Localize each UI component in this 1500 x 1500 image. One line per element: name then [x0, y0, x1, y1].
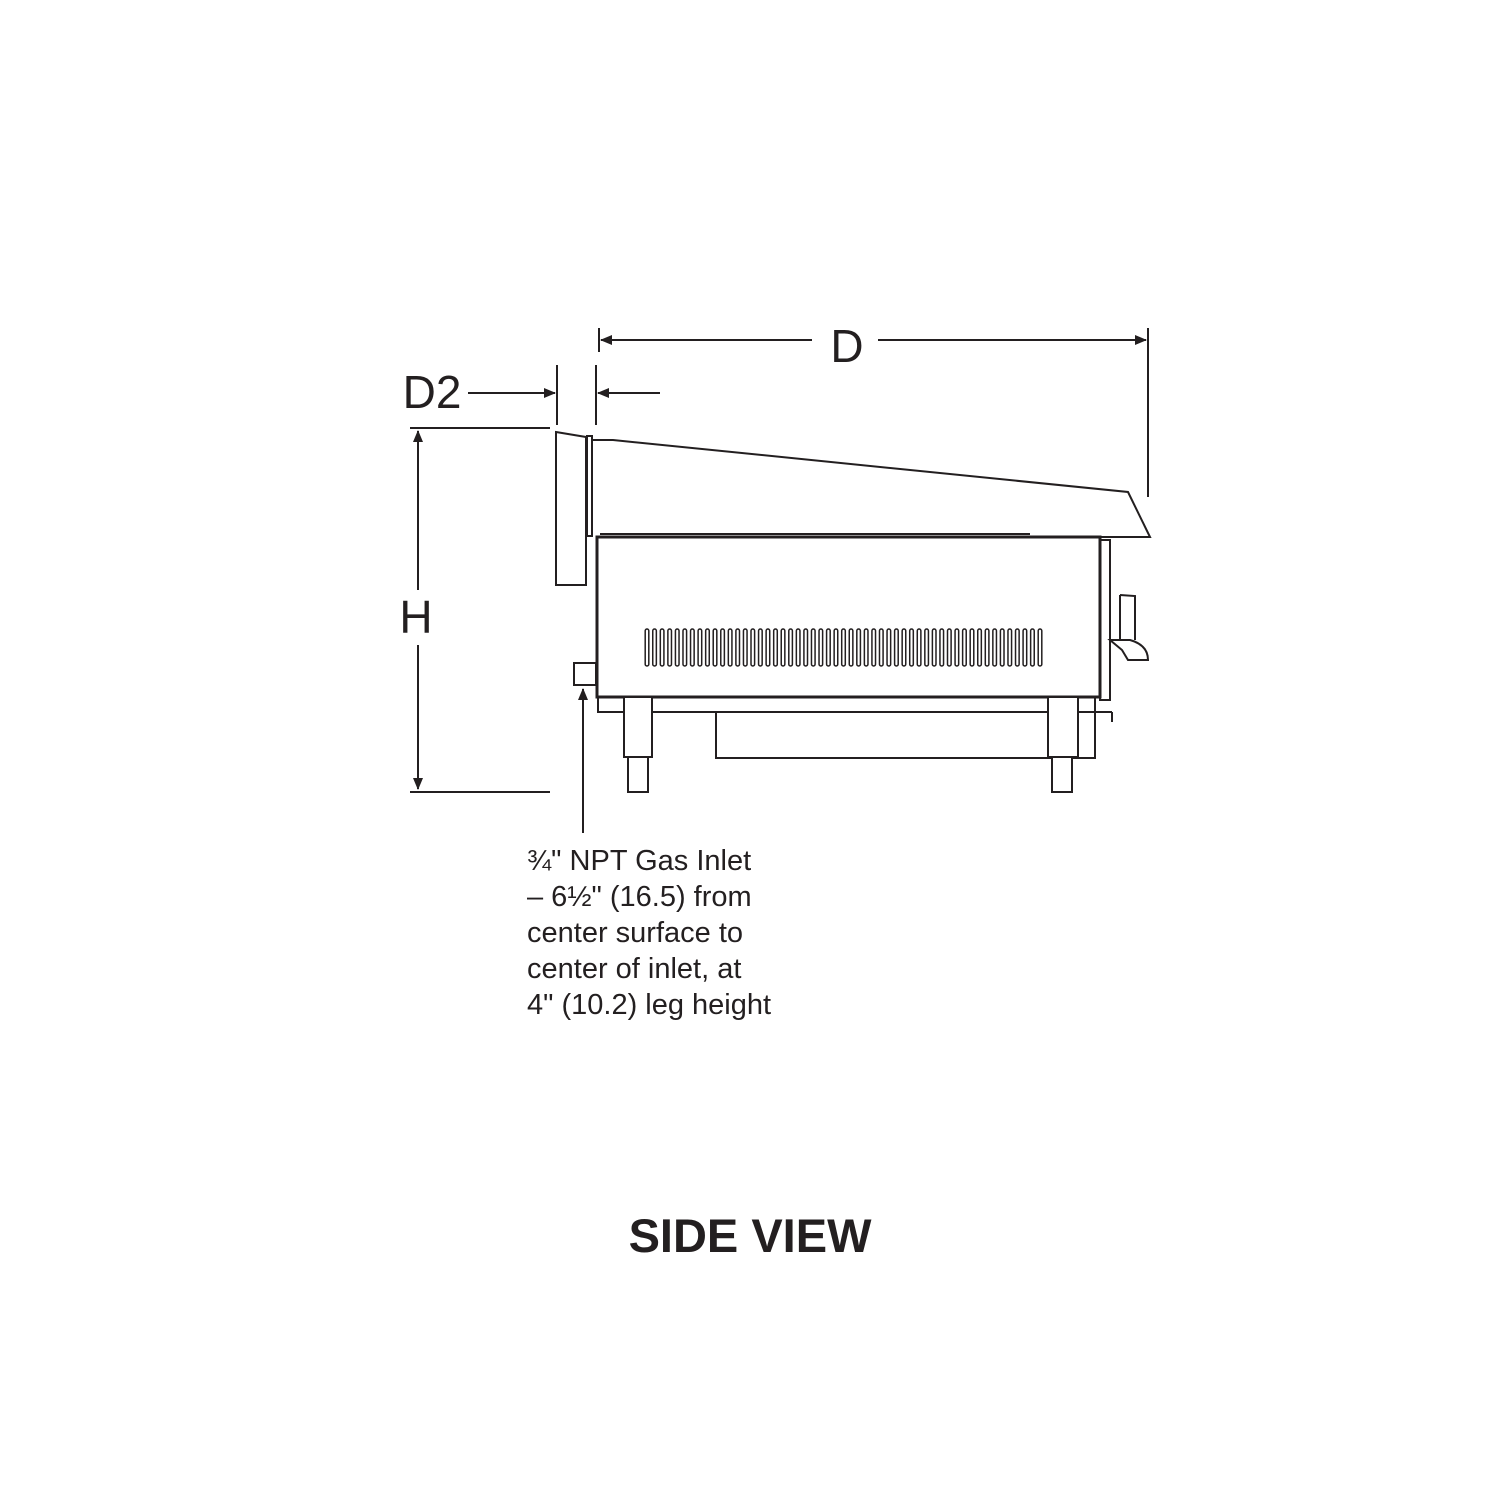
gas-inlet-note: ¾" NPT Gas Inlet – 6½" (16.5) from cente… — [527, 843, 771, 1023]
vent-slot — [1007, 628, 1013, 667]
backsplash-strip — [586, 435, 593, 537]
vent-slot — [810, 628, 816, 667]
vent-slot — [871, 628, 877, 667]
control-knob — [1107, 594, 1150, 661]
gas-inlet-fitting — [573, 662, 597, 686]
vent-slot — [825, 628, 831, 667]
note-line: – 6½" (16.5) from — [527, 881, 752, 913]
vent-slot — [735, 628, 741, 667]
vent-slot — [893, 628, 899, 667]
vent-slot — [667, 628, 673, 667]
vent-slot — [765, 628, 771, 667]
vent-slot — [795, 628, 801, 667]
vent-slot — [901, 628, 907, 667]
dimension-d-label: D — [830, 320, 863, 372]
vent-slot — [976, 628, 983, 667]
vent-slot — [704, 628, 711, 667]
vent-slot — [803, 628, 809, 667]
vent-slot — [742, 628, 748, 667]
vent-slot — [682, 628, 688, 667]
vent-slot — [848, 628, 854, 667]
right-leg — [1047, 696, 1079, 758]
left-foot — [627, 756, 649, 793]
vent-slot — [931, 628, 937, 667]
vent-slots — [644, 628, 1043, 667]
vent-slot — [697, 628, 703, 667]
vent-slot — [1037, 628, 1043, 667]
vent-slot — [674, 628, 680, 667]
vent-slot — [750, 628, 756, 667]
vent-slot — [1029, 628, 1035, 667]
vent-slot — [659, 628, 665, 667]
dimension-d2 — [468, 365, 660, 425]
lower-box — [715, 711, 1096, 759]
vent-slot — [969, 628, 975, 667]
vent-slot — [689, 628, 695, 667]
dimension-h — [410, 427, 550, 793]
vent-slot — [712, 628, 718, 667]
vent-slot — [840, 628, 847, 667]
vent-slot — [727, 628, 733, 667]
vent-slot — [999, 628, 1005, 667]
vent-slot — [886, 628, 892, 667]
vent-slot — [984, 628, 990, 667]
vent-slot — [946, 628, 952, 667]
vent-slot — [856, 628, 862, 667]
dimension-h-label: H — [399, 591, 432, 643]
backsplash — [555, 430, 587, 586]
view-title: SIDE VIEW — [628, 1209, 872, 1262]
vent-slot — [772, 628, 779, 667]
vent-slot — [1022, 628, 1028, 667]
vent-slot — [818, 628, 824, 667]
rail — [597, 696, 1096, 713]
note-line: 4" (10.2) leg height — [527, 989, 772, 1021]
note-line: ¾" NPT Gas Inlet — [527, 845, 752, 877]
vent-slot — [916, 628, 922, 667]
vent-slot — [788, 628, 794, 667]
body — [595, 535, 1102, 699]
vent-slot — [720, 628, 726, 667]
vent-slot — [644, 628, 650, 667]
vent-slot — [961, 628, 967, 667]
dimension-d — [598, 328, 1149, 497]
vent-slot — [652, 628, 658, 667]
vent-slot — [954, 628, 960, 667]
note-line: center surface to — [527, 917, 743, 949]
vent-slot — [908, 628, 915, 667]
vent-slot — [757, 628, 763, 667]
griddle-side-profile — [555, 430, 1152, 833]
vent-slot — [992, 628, 998, 667]
hood — [592, 439, 1152, 538]
dimension-d2-label: D2 — [403, 366, 462, 418]
right-foot — [1051, 756, 1073, 793]
vent-slot — [939, 628, 945, 667]
vent-slot — [863, 628, 869, 667]
vent-slot — [833, 628, 839, 667]
vent-slot — [1014, 628, 1020, 667]
vent-slot — [780, 628, 786, 667]
left-leg — [623, 696, 653, 758]
vent-slot — [878, 628, 884, 667]
note-line: center of inlet, at — [527, 953, 742, 985]
vent-slot — [924, 628, 930, 667]
front-panel — [1099, 539, 1111, 701]
